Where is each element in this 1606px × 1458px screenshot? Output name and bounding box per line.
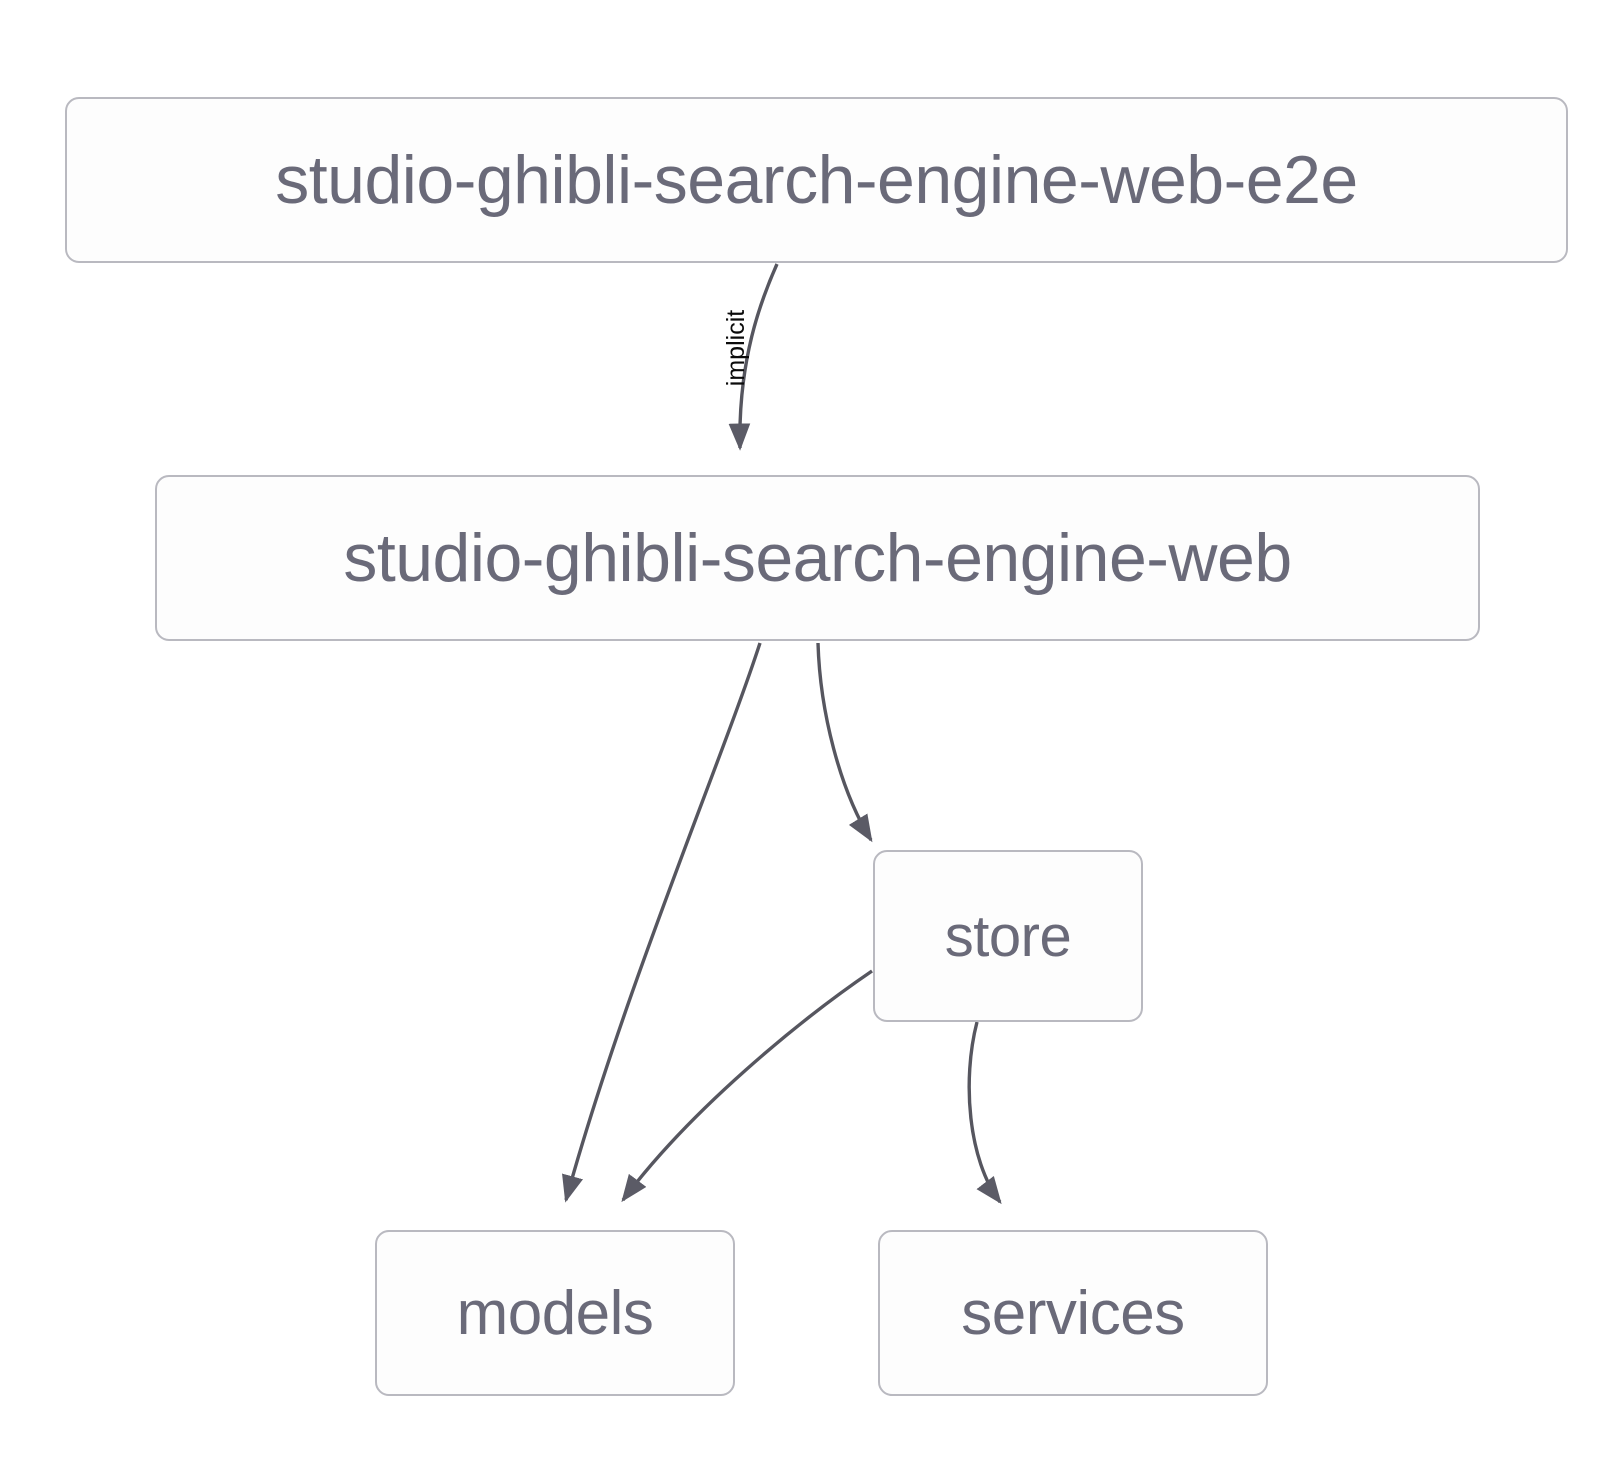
node-label: models bbox=[456, 1278, 654, 1348]
node-label: studio-ghibli-search-engine-web bbox=[343, 520, 1292, 596]
node-services[interactable]: services bbox=[878, 1230, 1268, 1396]
node-studio-ghibli-search-engine-web[interactable]: studio-ghibli-search-engine-web bbox=[155, 475, 1480, 641]
edge-web-to-store bbox=[816, 642, 873, 843]
edge-web-to-models bbox=[562, 642, 762, 1203]
edge-label-text: implicit bbox=[722, 309, 750, 387]
node-label: studio-ghibli-search-engine-web-e2e bbox=[275, 142, 1358, 218]
node-label: services bbox=[961, 1278, 1185, 1348]
edge-store-to-models bbox=[621, 969, 873, 1203]
node-studio-ghibli-search-engine-web-e2e[interactable]: studio-ghibli-search-engine-web-e2e bbox=[65, 97, 1568, 263]
edge-root-to-web bbox=[728, 263, 779, 451]
node-store[interactable]: store bbox=[873, 850, 1143, 1022]
node-label: store bbox=[944, 903, 1072, 969]
node-models[interactable]: models bbox=[375, 1230, 735, 1396]
edge-store-to-services bbox=[967, 1021, 1002, 1205]
edge-label-implicit: implicit bbox=[722, 300, 750, 396]
